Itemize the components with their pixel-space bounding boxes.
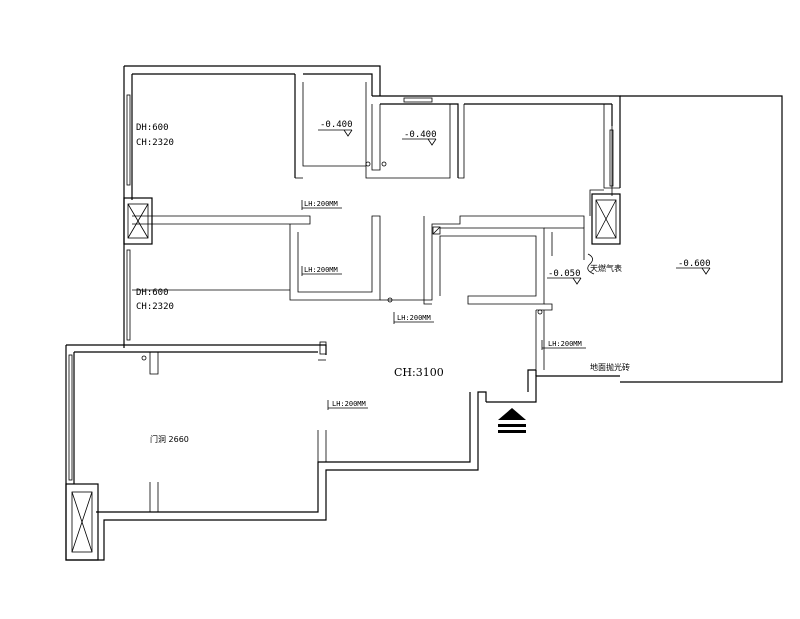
level-b-label: -0.400	[404, 130, 437, 140]
lintel-label-2: LH:200MM	[301, 266, 342, 276]
shaft-right	[591, 193, 621, 245]
fixtures	[141, 161, 595, 361]
ch-mid-label: CH:2320	[136, 302, 174, 312]
lh-4-label: LH:200MM	[548, 340, 582, 348]
lintel-label-1: LH:200MM	[301, 200, 342, 210]
dh-top-label: DH:600	[136, 123, 169, 133]
level-kitchen-label: -0.050	[548, 269, 581, 279]
level-marker-kitchen: -0.050	[547, 269, 582, 285]
ch-top-label: CH:2320	[136, 138, 174, 148]
door-height-label: 门洞 2660	[150, 434, 189, 444]
level-a-label: -0.400	[320, 120, 353, 130]
gas-meter-label: 天燃气表	[590, 263, 622, 273]
ceiling-height-label: CH:3100	[394, 366, 444, 379]
level-marker-balcony: -0.600	[676, 259, 711, 275]
level-marker-a: -0.400	[318, 120, 353, 137]
lintel-label-4: LH:200MM	[541, 340, 586, 350]
interior-walls	[132, 82, 620, 512]
shaft-top-left	[123, 197, 153, 245]
windows	[68, 94, 614, 481]
dh-mid-label: DH:600	[136, 288, 169, 298]
entrance-arrow-icon	[498, 408, 526, 433]
lintel-label-3: LH:200MM	[393, 312, 434, 324]
floor-tile-label: 地面抛光砖	[590, 362, 630, 372]
lintel-label-5: LH:200MM	[327, 400, 368, 410]
lh-5-label: LH:200MM	[332, 400, 366, 408]
lh-3-label: LH:200MM	[397, 314, 431, 322]
lh-2-label: LH:200MM	[304, 266, 338, 274]
level-marker-b: -0.400	[402, 130, 437, 146]
lh-1-label: LH:200MM	[304, 200, 338, 208]
level-balcony-label: -0.600	[678, 259, 711, 269]
shaft-bottom-left	[65, 483, 99, 561]
